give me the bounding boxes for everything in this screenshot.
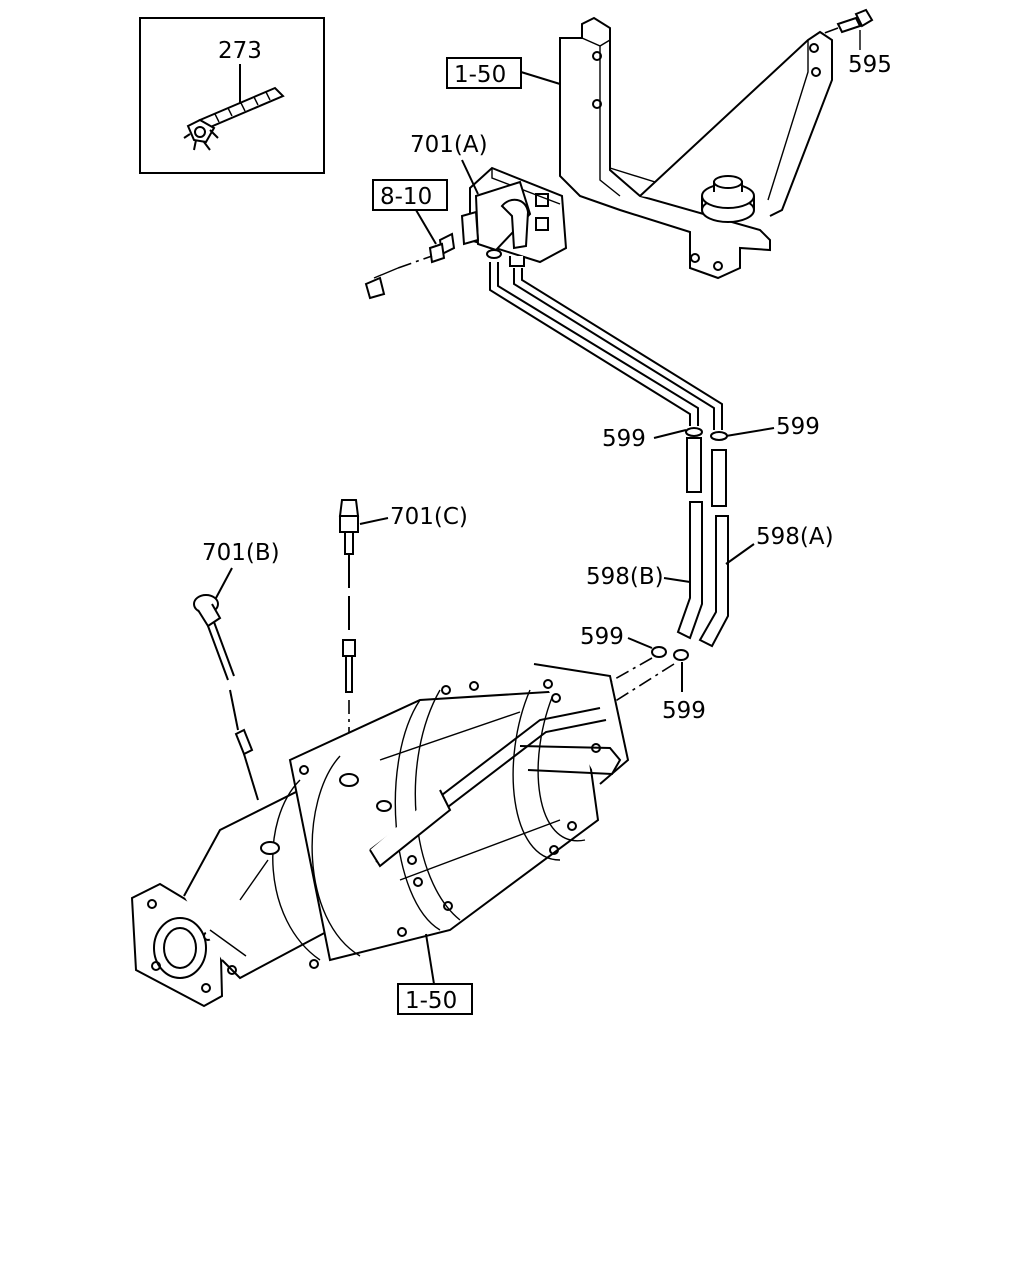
mounting-bracket: [559, 16, 833, 280]
ref-box-1-50-lower: [397, 983, 473, 1015]
label-1-50-upper: 1-50: [454, 62, 506, 88]
diesel-particulate-filter: [130, 663, 630, 1008]
hose-598: [676, 501, 729, 648]
clamp-599-upper-left: [685, 427, 703, 437]
temperature-sensor-701b: [193, 594, 271, 847]
label-8-10: 8-10: [380, 184, 432, 210]
ref-box-1-50-upper: [446, 57, 522, 89]
pressure-pipes: [489, 262, 723, 430]
label-599-upper-left: 599: [602, 426, 646, 452]
label-599-upper-right: 599: [776, 414, 820, 440]
bolt-595: [821, 8, 874, 35]
label-701b: 701(B): [202, 540, 280, 566]
label-701a: 701(A): [410, 132, 488, 158]
label-598a: 598(A): [756, 524, 834, 550]
label-599-lower-left: 599: [580, 624, 624, 650]
clamp-599-lower-right: [673, 649, 689, 661]
temperature-sensor-701c: [338, 499, 360, 770]
label-273: 273: [218, 38, 262, 64]
callouts: 273 595 1-50 701(A) 8-10 599 599 701(C) …: [202, 30, 892, 1015]
label-1-50-lower: 1-50: [405, 988, 457, 1014]
label-598b: 598(B): [586, 564, 664, 590]
hose-598-upper: [686, 437, 727, 507]
clip-part: [183, 86, 285, 151]
pressure-sensor-701a: [364, 166, 568, 300]
clamp-599-lower-left: [651, 646, 667, 658]
ref-box-8-10: [372, 179, 448, 211]
label-595: 595: [848, 52, 892, 78]
label-701c: 701(C): [390, 504, 468, 530]
clamp-599-upper-right: [710, 431, 728, 441]
label-599-lower-right: 599: [662, 698, 706, 724]
clip-inset: [139, 17, 325, 174]
